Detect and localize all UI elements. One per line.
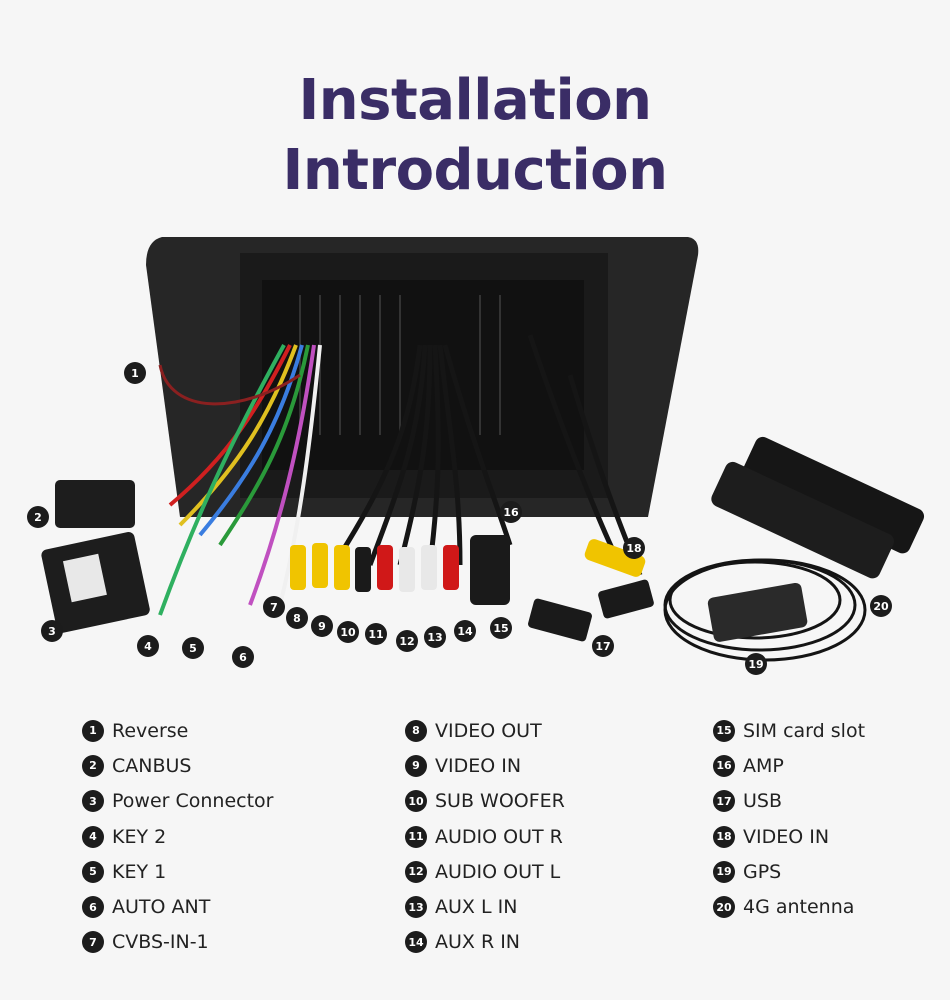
legend-label: SUB WOOFER [435, 790, 565, 813]
legend-number: 16 [713, 754, 735, 777]
legend-label: AUDIO OUT R [435, 825, 563, 848]
legend-item: 14 AUX R IN [405, 925, 565, 960]
callout-20: 20 [870, 595, 892, 617]
gps-antenna [707, 582, 808, 642]
legend-number: 3 [82, 790, 104, 813]
legend-number: 9 [405, 754, 427, 777]
legend-item: 10 SUB WOOFER [405, 784, 565, 819]
legend-number: 7 [82, 931, 104, 954]
title-line-2: Introduction [282, 138, 668, 203]
4g-antenna-2 [711, 461, 895, 579]
legend-item: 4 KEY 2 [82, 819, 273, 854]
head-unit-illustration [41, 237, 925, 662]
callout-8: 8 [286, 607, 308, 629]
legend-item: 11 AUDIO OUT R [405, 819, 565, 854]
legend-item: 19 GPS [713, 854, 865, 889]
callout-3: 3 [41, 620, 63, 642]
legend-label: VIDEO IN [743, 825, 830, 848]
legend-number: 6 [82, 896, 104, 919]
rca-plugs [290, 535, 646, 605]
wiring-harness [158, 344, 322, 616]
4g-antenna [741, 436, 925, 554]
callout-19: 19 [745, 653, 767, 675]
callout-1: 1 [124, 362, 146, 384]
callout-11: 11 [365, 623, 387, 645]
legend-label: CANBUS [112, 754, 192, 777]
legend-label: USB [743, 790, 783, 813]
callout-9: 9 [311, 615, 333, 637]
legend-item: 18 VIDEO IN [713, 819, 865, 854]
legend-label: VIDEO OUT [435, 719, 542, 742]
callout-5: 5 [182, 637, 204, 659]
callout-17: 17 [592, 635, 614, 657]
legend-label: SIM card slot [743, 719, 866, 742]
legend-number: 1 [82, 719, 104, 742]
legend-label: KEY 2 [112, 825, 167, 848]
legend-number: 4 [82, 825, 104, 848]
callout-10: 10 [337, 621, 359, 643]
legend-item: 6 AUTO ANT [82, 889, 273, 924]
legend-item: 20 4G antenna [713, 889, 865, 924]
legend-label: KEY 1 [112, 860, 167, 883]
page-title: Installation Introduction [0, 66, 950, 206]
product-photo: 1 2 3 4 5 6 7 8 9 10 11 12 13 14 15 16 1… [0, 225, 950, 695]
legend-number: 8 [405, 719, 427, 742]
legend-number: 18 [713, 825, 735, 848]
legend-item: 9 VIDEO IN [405, 748, 565, 783]
callout-18: 18 [623, 537, 645, 559]
legend-item: 15 SIM card slot [713, 713, 865, 748]
legend-label: AUTO ANT [112, 896, 211, 919]
legend-label: GPS [743, 860, 782, 883]
legend-label: CVBS-IN-1 [112, 931, 209, 954]
legend-item: 8 VIDEO OUT [405, 713, 565, 748]
callout-2: 2 [27, 506, 49, 528]
legend-label: VIDEO IN [435, 754, 522, 777]
legend: 1 Reverse 2 CANBUS 3 Power Connector 4 KEY 2… [0, 713, 950, 973]
legend-label: AUX R IN [435, 931, 521, 954]
legend-item: 1 Reverse [82, 713, 273, 748]
legend-label: AUX L IN [435, 896, 518, 919]
legend-number: 2 [82, 754, 104, 777]
usb-plugs [528, 579, 654, 642]
legend-label: Reverse [112, 719, 189, 742]
legend-number: 11 [405, 825, 427, 848]
callout-16: 16 [500, 501, 522, 523]
canbus-box [55, 480, 135, 528]
legend-item: 5 KEY 1 [82, 854, 273, 889]
callout-7: 7 [263, 596, 285, 618]
connector-label [62, 553, 107, 603]
legend-item: 7 CVBS-IN-1 [82, 925, 273, 960]
legend-number: 13 [405, 896, 427, 919]
legend-label: 4G antenna [743, 896, 855, 919]
callout-13: 13 [424, 626, 446, 648]
legend-number: 5 [82, 860, 104, 883]
legend-column-3: 15 SIM card slot 16 AMP 17 USB 18 VIDEO IN 1… [713, 713, 865, 925]
legend-number: 19 [713, 860, 735, 883]
legend-number: 17 [713, 790, 735, 813]
legend-item: 3 Power Connector [82, 784, 273, 819]
legend-label: AUDIO OUT L [435, 860, 561, 883]
callout-6: 6 [232, 646, 254, 668]
legend-number: 10 [405, 790, 427, 813]
legend-label: Power Connector [112, 790, 274, 813]
legend-item: 17 USB [713, 784, 865, 819]
legend-item: 16 AMP [713, 748, 865, 783]
title-line-1: Installation [298, 68, 652, 133]
legend-column-1: 1 Reverse 2 CANBUS 3 Power Connector 4 KEY 2… [82, 713, 273, 960]
legend-item: 13 AUX L IN [405, 889, 565, 924]
legend-item: 12 AUDIO OUT L [405, 854, 565, 889]
legend-number: 12 [405, 860, 427, 883]
callout-4: 4 [137, 635, 159, 657]
legend-item: 2 CANBUS [82, 748, 273, 783]
legend-number: 15 [713, 719, 735, 742]
heatsink-fins [299, 295, 501, 435]
legend-label: AMP [743, 754, 784, 777]
callout-15: 15 [490, 617, 512, 639]
callout-14: 14 [454, 620, 476, 642]
legend-number: 14 [405, 931, 427, 954]
legend-number: 20 [713, 896, 735, 919]
callout-12: 12 [396, 630, 418, 652]
